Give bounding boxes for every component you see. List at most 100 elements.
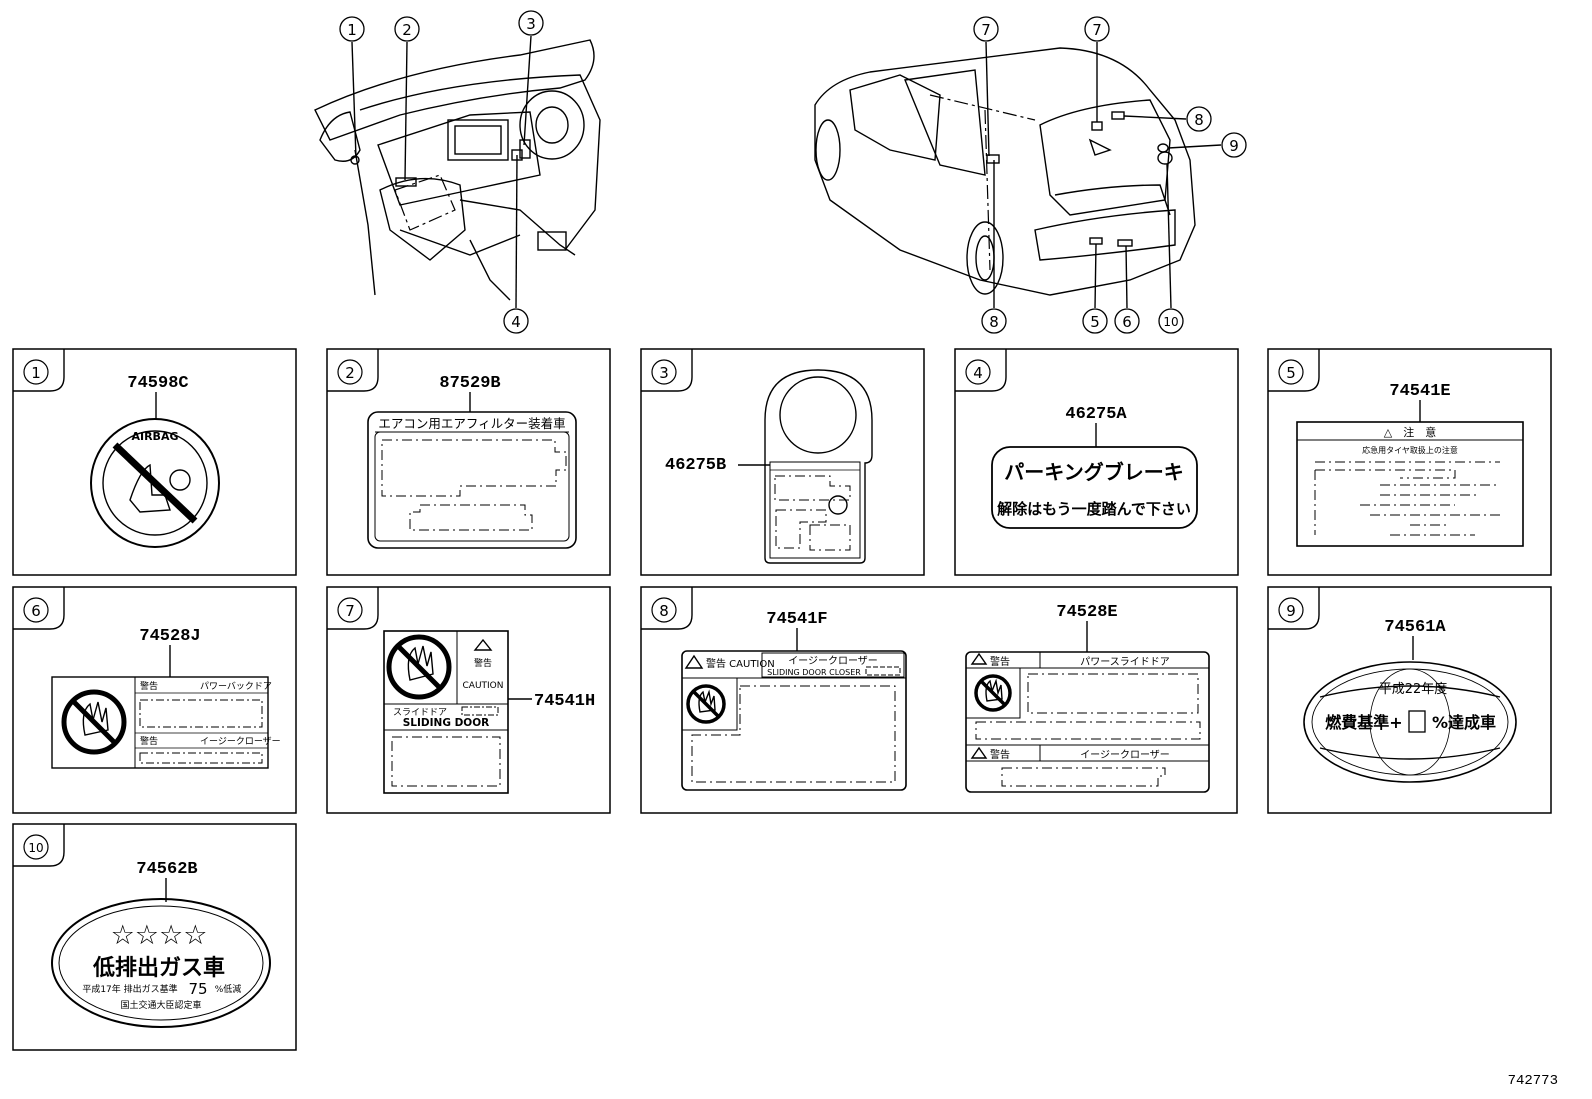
warning-text-8b-a: 警告 [990,655,1010,668]
svg-text:7: 7 [1092,21,1102,39]
svg-text:7: 7 [981,21,991,39]
diagram-id: 742773 [1507,1073,1558,1089]
svg-text:5: 5 [1090,313,1100,331]
callout-9-top: 9 [1167,132,1247,158]
svg-text:9: 9 [1286,602,1296,620]
panel-2-aircon-filter-label: 87529B エアコン用エアフィルター装着車 [367,374,577,549]
power-slide-door-text: パワースライドドア [1080,656,1170,668]
panel-tab-1: 1 [13,349,65,392]
svg-text:6: 6 [31,602,41,620]
part-number-10: 74562B [136,860,197,879]
warning-text-8b-b: 警告 [990,748,1010,761]
part-number-7: 74541H [534,692,595,711]
svg-text:5: 5 [1286,364,1296,382]
panel-9-fuel-economy-label: 74561A 平成22年度 燃費基準+ %達成車 [1303,618,1517,783]
panel-3-hang-tag-label: 46275B [665,369,873,564]
svg-text:4: 4 [511,313,521,331]
panel-tab-6: 6 [13,587,65,630]
panel-tab-5: 5 [1268,349,1320,392]
callout-2-top: 2 [394,16,420,181]
part-number-5: 74541E [1389,382,1450,401]
part-number-2: 87529B [439,374,500,393]
svg-text:2: 2 [402,21,412,39]
panel-tab-3: 3 [641,349,693,392]
callout-3-top: 3 [518,10,544,146]
callout-4-top: 4 [503,154,529,334]
warning-text-6a: 警告 [140,680,158,692]
svg-text:8: 8 [989,313,999,331]
emission-standard-text: 平成17年 排出ガス基準 [82,983,177,995]
panel-8b-power-slide-door-label: 74528E 警告 パワースライドドア 警告 イージークローザー [965,603,1210,793]
panel-tab-2: 2 [327,349,379,392]
parking-release-text: 解除はもう一度踏んで下さい [997,500,1191,518]
warning-text-7: 警告 [474,657,492,669]
panel-tab-10: 10 [13,824,65,867]
callout-5-top: 5 [1082,243,1108,334]
part-number-1: 74598C [127,374,188,393]
svg-text:8: 8 [1194,111,1204,129]
sliding-door-closer-text: SLIDING DOOR CLOSER [767,668,861,677]
svg-text:6: 6 [1122,313,1132,331]
callout-8b-top: 8 [981,160,1007,334]
fuel-standard-year-text: 平成22年度 [1379,681,1448,697]
panel-tab-4: 4 [955,349,1007,392]
parking-brake-text: パーキングブレーキ [1004,460,1183,484]
part-number-4: 46275A [1065,405,1127,424]
warning-text-6b: 警告 [140,735,158,747]
part-number-8b: 74528E [1056,603,1117,622]
callout-7a-top: 7 [973,16,999,157]
easy-closer-text-8b: イージークローザー [1080,749,1170,761]
part-number-3: 46275B [665,456,726,475]
easy-closer-text-8a: イージークローザー [788,655,878,667]
panel-1-airbag-label: 74598C AIRBAG [90,374,220,548]
panel-frames [12,348,1552,1051]
part-number-8a: 74541F [766,610,827,629]
callout-8a-top: 8 [1123,106,1212,132]
callouts-top: 1 2 3 4 7 7 8 9 8 5 6 10 [339,10,1247,334]
panel-10-low-emission-label: 74562B ☆☆☆☆ 低排出ガス車 平成17年 排出ガス基準 75 %低減 国… [51,860,271,1028]
panel-6-power-back-door-label: 74528J 警告 パワーバックドア 警告 イージークローザー [51,627,281,769]
svg-text:10: 10 [1163,315,1178,329]
callout-10-top: 10 [1158,163,1184,334]
caution-text-7: CAUTION [463,681,504,691]
panel-tabs: 1 2 3 4 5 6 7 8 9 10 [13,349,1320,867]
panel-8a-easy-closer-label: 74541F 警告 CAUTION イージークローザー SLIDING DOOR… [681,610,907,791]
sliding-door-text: SLIDING DOOR [403,717,490,729]
svg-text:8: 8 [659,602,669,620]
callout-6-top: 6 [1114,245,1140,334]
rating-stars: ☆☆☆☆ [111,920,208,951]
tire-caution-subtitle: 応急用タイヤ取扱上の注意 [1362,445,1458,455]
warning-caution-text: 警告 CAUTION [706,657,775,670]
airbag-text: AIRBAG [131,430,178,443]
panel-7-sliding-door-label: 警告 CAUTION スライドドア SLIDING DOOR 74541H [383,630,595,794]
svg-text:10: 10 [28,841,43,855]
fuel-standard-text: 燃費基準+ [1325,713,1402,732]
fuel-achieved-text: %達成車 [1432,713,1496,732]
svg-text:3: 3 [526,15,536,33]
interior-dashboard-illustration [314,39,601,301]
svg-text:2: 2 [345,364,355,382]
panel-5-tire-caution-label: 74541E △ 注 意 応急用タイヤ取扱上の注意 [1296,382,1524,547]
part-number-9: 74561A [1384,618,1446,637]
low-emission-text: 低排出ガス車 [92,956,225,981]
part-number-6: 74528J [139,627,200,646]
callout-1-top: 1 [339,16,365,159]
svg-text:4: 4 [973,364,983,382]
emission-reduction-value: 75 [188,980,207,998]
panel-tab-9: 9 [1268,587,1320,630]
easy-closer-text-6: イージークローザー [200,736,281,747]
callout-7b-top: 7 [1084,16,1110,122]
caution-heading-text: △ 注 意 [1384,425,1436,439]
ministry-certified-text: 国土交通大臣認定車 [120,999,201,1011]
panel-4-parking-brake-label: 46275A パーキングブレーキ 解除はもう一度踏んで下さい [991,405,1198,529]
vehicle-rear-illustration [814,47,1196,296]
svg-text:7: 7 [345,602,355,620]
svg-text:1: 1 [31,364,41,382]
panel-tab-7: 7 [327,587,379,630]
aircon-filter-text: エアコン用エアフィルター装着車 [378,416,565,431]
svg-text:3: 3 [659,364,669,382]
power-back-door-text: パワーバックドア [200,681,272,692]
svg-text:9: 9 [1229,137,1239,155]
emission-reduction-text: %低減 [215,983,242,995]
